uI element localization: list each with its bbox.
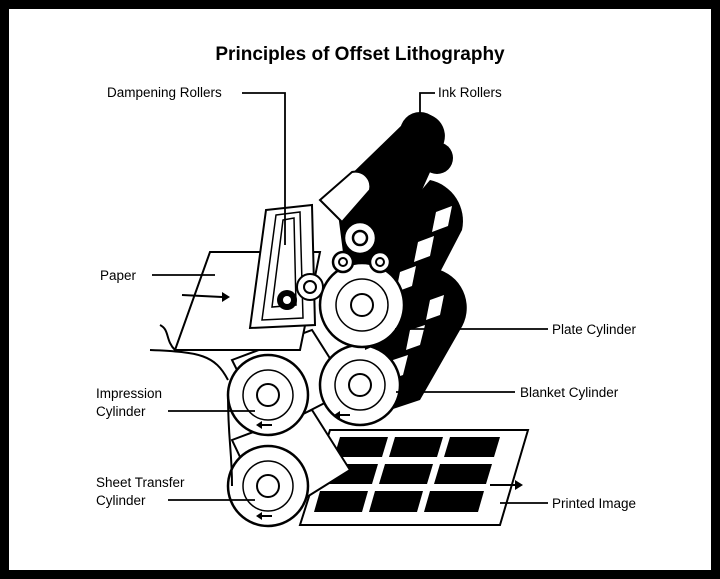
motion-arrows [181, 292, 523, 520]
dampening-tray [248, 203, 324, 330]
diagram-title: Principles of Offset Lithography [215, 44, 505, 65]
sheet-transfer-cylinder [226, 408, 352, 528]
leader-lines [152, 92, 548, 504]
label-impression-line2: Cylinder [96, 404, 146, 419]
label-paper: Paper [100, 268, 137, 283]
label-sheet-transfer-line2: Cylinder [96, 493, 146, 508]
label-blanket-cylinder: Blanket Cylinder [520, 385, 619, 400]
label-impression-line1: Impression [96, 386, 162, 401]
blanket-cylinder [318, 270, 467, 427]
ink-roller-stack [318, 112, 453, 274]
label-sheet-transfer-line1: Sheet Transfer [96, 475, 185, 490]
label-dampening-rollers: Dampening Rollers [107, 85, 222, 100]
label-plate-cylinder: Plate Cylinder [552, 322, 637, 337]
label-printed-image: Printed Image [552, 496, 636, 511]
label-ink-rollers: Ink Rollers [438, 85, 502, 100]
plate-cylinder [318, 180, 463, 350]
